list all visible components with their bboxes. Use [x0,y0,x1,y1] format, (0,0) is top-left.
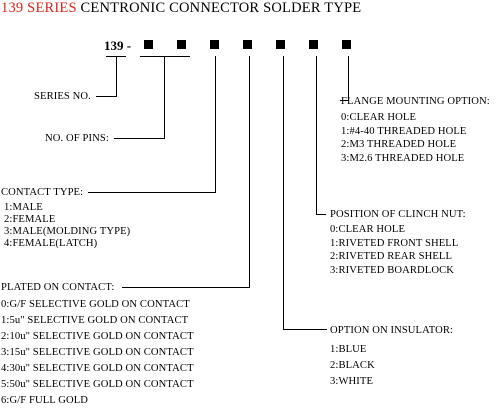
plating-block: PLATED ON CONTACT: 0:G/F SELECTIVE GOLD … [1,282,194,409]
code-box-pins [144,40,153,49]
leader-clinch-nut [316,56,317,215]
insulator-heading: OPTION ON INSULATOR: [330,325,454,336]
contact-type-heading: CONTACT TYPE: [1,187,84,198]
flange-option: 0:CLEAR HOLE [341,112,417,123]
code-box-insulator [243,40,252,49]
insulator-option: 2:BLACK [330,360,375,371]
plating-option: 5:50u" SELECTIVE GOLD ON CONTACT [1,379,194,390]
leader-plating-h [122,287,250,288]
clinch-nut-option: 0:CLEAR HOLE [330,224,406,235]
diagram-title: 139 SERIES CENTRONIC CONNECTOR SOLDER TY… [1,0,361,16]
contact-type-option: 2:FEMALE [4,214,56,225]
label-no-of-pins: NO. OF PINS: [45,133,109,144]
clinch-nut-heading: POSITION OF CLINCH NUT: [330,209,466,220]
flange-option: 2:M3 THREADED HOLE [341,139,457,150]
leader-plating [249,56,250,288]
flange-option: 3:M2.6 THREADED HOLE [341,152,465,164]
leader-pins [164,56,165,139]
flange-heading: FLANGE MOUNTING OPTION: [341,96,490,107]
leader-clinch-nut-h [316,214,326,215]
code-box-plating [210,40,219,49]
code-box-reserved [309,40,318,49]
part-code-prefix: 139 - [104,38,132,53]
contact-type-option: 1:MALE [4,202,43,213]
code-box-contact-type [177,40,186,49]
contact-type-option: 4:FEMALE(LATCH) [4,238,98,249]
leader-contact-type-h [88,192,216,193]
code-box-flange [342,40,351,49]
plating-option: 4:30u" SELECTIVE GOLD ON CONTACT [1,363,194,374]
flange-block: FLANGE MOUNTING OPTION: 0:CLEAR HOLE 1:#… [341,96,490,165]
plating-option: 0:G/F SELECTIVE GOLD ON CONTACT [1,299,190,310]
leader-flange-h [340,100,349,101]
contact-type-block: CONTACT TYPE: 1:MALE 2:FEMALE 3:MALE(MOL… [1,187,130,250]
label-series-no: SERIES NO. [34,91,91,102]
title-series: 139 SERIES [1,0,77,16]
leader-pins-h [114,138,165,139]
leader-flange [348,56,349,101]
clinch-nut-block: POSITION OF CLINCH NUT: 0:CLEAR HOLE 1:R… [330,209,466,277]
contact-type-option: 3:MALE(MOLDING TYPE) [4,226,131,237]
insulator-option: 1:BLUE [330,344,367,355]
title-rest: CENTRONIC CONNECTOR SOLDER TYPE [76,0,362,16]
clinch-nut-option: 2:RIVETED REAR SHELL [330,251,453,262]
code-box-clinch-nut [276,40,285,49]
leader-series-h [96,96,117,97]
plating-option: 2:10u" SELECTIVE GOLD ON CONTACT [1,331,194,342]
leader-contact-type [215,56,216,193]
insulator-option: 3:WHITE [330,376,374,387]
leader-insulator-h [283,329,327,330]
insulator-block: OPTION ON INSULATOR: 1:BLUE 2:BLACK 3:WH… [330,325,453,390]
leader-insulator [283,56,284,330]
flange-option: 1:#4-40 THREADED HOLE [341,125,467,137]
plating-option: 3:15u" SELECTIVE GOLD ON CONTACT [1,347,194,358]
clinch-nut-option: 3:RIVETED BOARDLOCK [330,264,455,276]
underline-pins [140,56,190,57]
leader-series [116,56,117,97]
plating-option: 1:5u" SELECTIVE GOLD ON CONTACT [1,315,189,326]
plating-heading: PLATED ON CONTACT: [1,282,115,293]
clinch-nut-option: 1:RIVETED FRONT SHELL [330,237,459,249]
plating-option: 6:G/F FULL GOLD [1,395,89,406]
